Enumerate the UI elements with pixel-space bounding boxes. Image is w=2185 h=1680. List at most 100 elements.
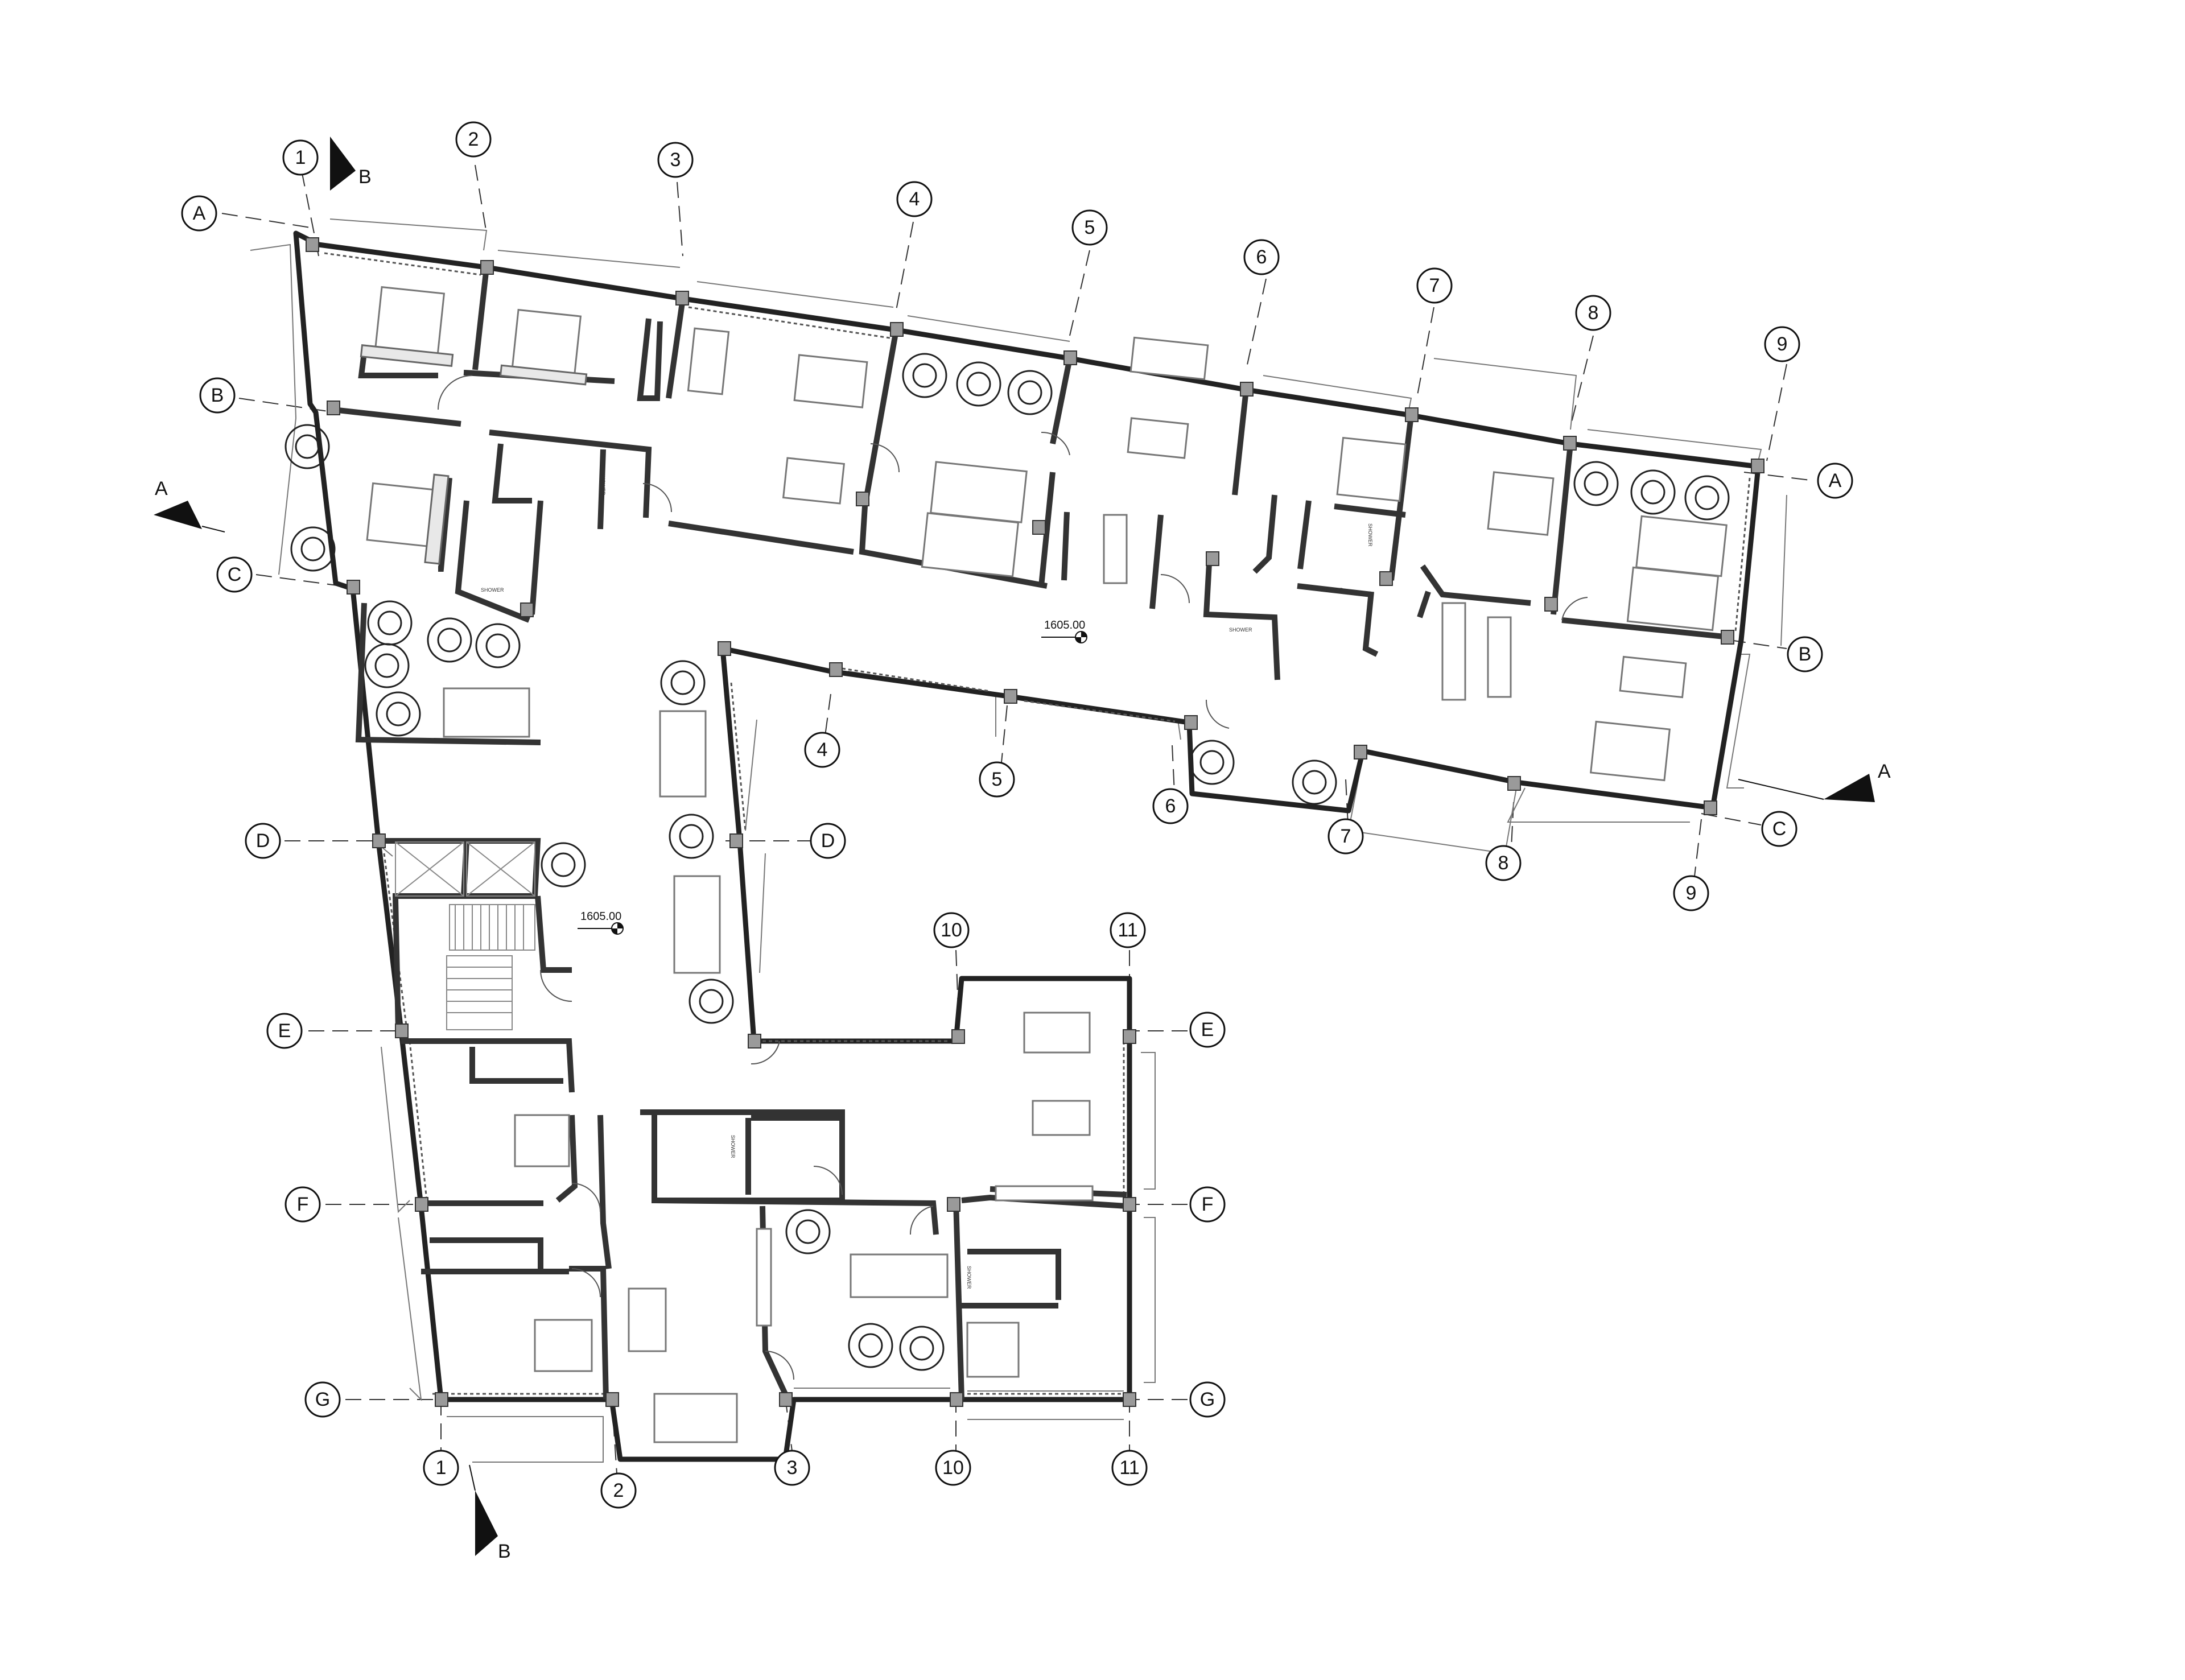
svg-text:6: 6 bbox=[1165, 795, 1176, 817]
svg-text:1: 1 bbox=[436, 1457, 447, 1479]
svg-text:A: A bbox=[193, 203, 206, 224]
grid-bubble: D bbox=[810, 823, 846, 859]
grid-bubble: 9 bbox=[1764, 326, 1800, 362]
shower-label: SHOWER bbox=[1320, 587, 1343, 593]
svg-text:D: D bbox=[256, 830, 270, 852]
section-marker-a-right: A bbox=[1738, 761, 1891, 802]
level-marker: 1605.00 bbox=[578, 910, 624, 935]
svg-text:2: 2 bbox=[613, 1480, 624, 1501]
svg-text:9: 9 bbox=[1777, 333, 1788, 355]
svg-text:C: C bbox=[228, 564, 242, 585]
svg-text:E: E bbox=[278, 1020, 291, 1042]
svg-text:B: B bbox=[211, 385, 224, 406]
grid-bubble: 6 bbox=[1152, 788, 1189, 824]
svg-text:7: 7 bbox=[1341, 825, 1351, 847]
svg-text:D: D bbox=[821, 830, 835, 852]
grid-bubble: G bbox=[1189, 1381, 1226, 1418]
door-swings bbox=[438, 375, 1588, 1380]
grid-bubble: 3 bbox=[774, 1450, 810, 1486]
grid-bubble: 2 bbox=[600, 1472, 637, 1509]
grid-bubble: 11 bbox=[1110, 912, 1146, 948]
svg-text:A: A bbox=[155, 478, 168, 500]
grid-bubble: C bbox=[1761, 811, 1798, 847]
shower-label: SHOWER bbox=[966, 1266, 972, 1289]
svg-text:9: 9 bbox=[1686, 882, 1697, 904]
structural-columns bbox=[306, 237, 1765, 1407]
grid-bubble: A bbox=[1817, 463, 1853, 499]
grid-bubble: 4 bbox=[804, 732, 840, 768]
level-marker: 1605.00 bbox=[1041, 619, 1087, 643]
section-marker-b-top: B bbox=[330, 137, 372, 191]
grid-bubble: 1 bbox=[423, 1450, 459, 1486]
grid-bubble: F bbox=[285, 1186, 321, 1223]
svg-text:G: G bbox=[315, 1389, 330, 1410]
grid-bubble: 5 bbox=[1071, 209, 1108, 246]
balcony-outlines bbox=[250, 218, 1787, 1463]
grid-bubble: 10 bbox=[935, 1450, 971, 1486]
svg-text:B: B bbox=[1799, 643, 1812, 665]
grid-bubble: 3 bbox=[657, 142, 694, 178]
grid-bubble: 6 bbox=[1243, 239, 1280, 275]
section-marker-b-bottom: B bbox=[469, 1464, 511, 1562]
svg-text:4: 4 bbox=[817, 739, 828, 761]
svg-text:7: 7 bbox=[1429, 275, 1440, 296]
svg-text:3: 3 bbox=[670, 149, 681, 171]
plants bbox=[285, 353, 1730, 1371]
svg-text:E: E bbox=[1201, 1019, 1214, 1041]
grid-bubble: A bbox=[181, 195, 217, 232]
shower-labels: SHOWER SHOWER SHOWER SHOWER SHOWER SHOWE… bbox=[481, 472, 1373, 1289]
grid-bubble: B bbox=[199, 377, 236, 414]
glazing bbox=[324, 252, 1751, 1395]
grid-bubble: 8 bbox=[1485, 845, 1522, 881]
exterior-walls bbox=[293, 230, 1761, 1462]
grid-bubble: 8 bbox=[1575, 295, 1611, 331]
svg-text:A: A bbox=[1829, 470, 1842, 492]
grid-bubble: 7 bbox=[1328, 818, 1364, 855]
svg-text:10: 10 bbox=[942, 1457, 964, 1479]
grid-bubble: 7 bbox=[1416, 267, 1453, 304]
grid-bubble: C bbox=[216, 556, 253, 593]
grid-bubble: G bbox=[304, 1381, 341, 1418]
svg-text:2: 2 bbox=[468, 129, 479, 150]
svg-text:B: B bbox=[358, 166, 372, 188]
svg-text:11: 11 bbox=[1118, 919, 1137, 941]
svg-text:A: A bbox=[1878, 761, 1891, 782]
shower-label: SHOWER bbox=[1367, 523, 1373, 547]
grid-bubble: 10 bbox=[933, 912, 970, 948]
level-markers: 1605.00 1605.00 bbox=[578, 619, 1087, 935]
grid-bubble: E bbox=[1189, 1012, 1226, 1048]
grid-bubble: 2 bbox=[455, 121, 492, 158]
svg-text:1605.00: 1605.00 bbox=[580, 910, 621, 923]
grid-bubble: 1 bbox=[282, 139, 319, 176]
grid-bubble: D bbox=[245, 823, 281, 859]
shower-label: SHOWER bbox=[730, 1135, 736, 1158]
grid-bubble: F bbox=[1189, 1186, 1226, 1223]
svg-text:5: 5 bbox=[1085, 217, 1095, 238]
grid-lines bbox=[221, 164, 1816, 1483]
svg-text:F: F bbox=[1202, 1194, 1214, 1215]
grid-bubble: 9 bbox=[1673, 875, 1709, 911]
grid-bubble: E bbox=[266, 1013, 303, 1049]
svg-text:1: 1 bbox=[295, 147, 306, 168]
svg-text:10: 10 bbox=[941, 919, 962, 941]
svg-text:1605.00: 1605.00 bbox=[1044, 619, 1085, 631]
grid-bubble: B bbox=[1787, 636, 1823, 672]
svg-text:8: 8 bbox=[1588, 302, 1599, 324]
section-markers: B A A B bbox=[154, 137, 1891, 1562]
grid-bubble: 11 bbox=[1111, 1450, 1148, 1486]
svg-text:8: 8 bbox=[1498, 852, 1509, 874]
furniture bbox=[360, 286, 1728, 1443]
svg-text:F: F bbox=[297, 1194, 309, 1215]
shower-label: SHOWER bbox=[1229, 627, 1252, 633]
grid-bubble: 4 bbox=[896, 181, 933, 217]
svg-text:B: B bbox=[498, 1541, 511, 1562]
stairs bbox=[395, 841, 535, 1030]
grid-bubbles: 1 2 3 4 5 6 7 8 9 A B C A B C D E F G D … bbox=[181, 121, 1853, 1509]
section-marker-a-left: A bbox=[154, 478, 225, 533]
shower-label: SHOWER bbox=[481, 587, 504, 593]
svg-text:6: 6 bbox=[1256, 246, 1267, 268]
shower-label: SHOWER bbox=[600, 472, 606, 496]
svg-text:4: 4 bbox=[909, 188, 920, 210]
svg-text:5: 5 bbox=[992, 769, 1003, 790]
